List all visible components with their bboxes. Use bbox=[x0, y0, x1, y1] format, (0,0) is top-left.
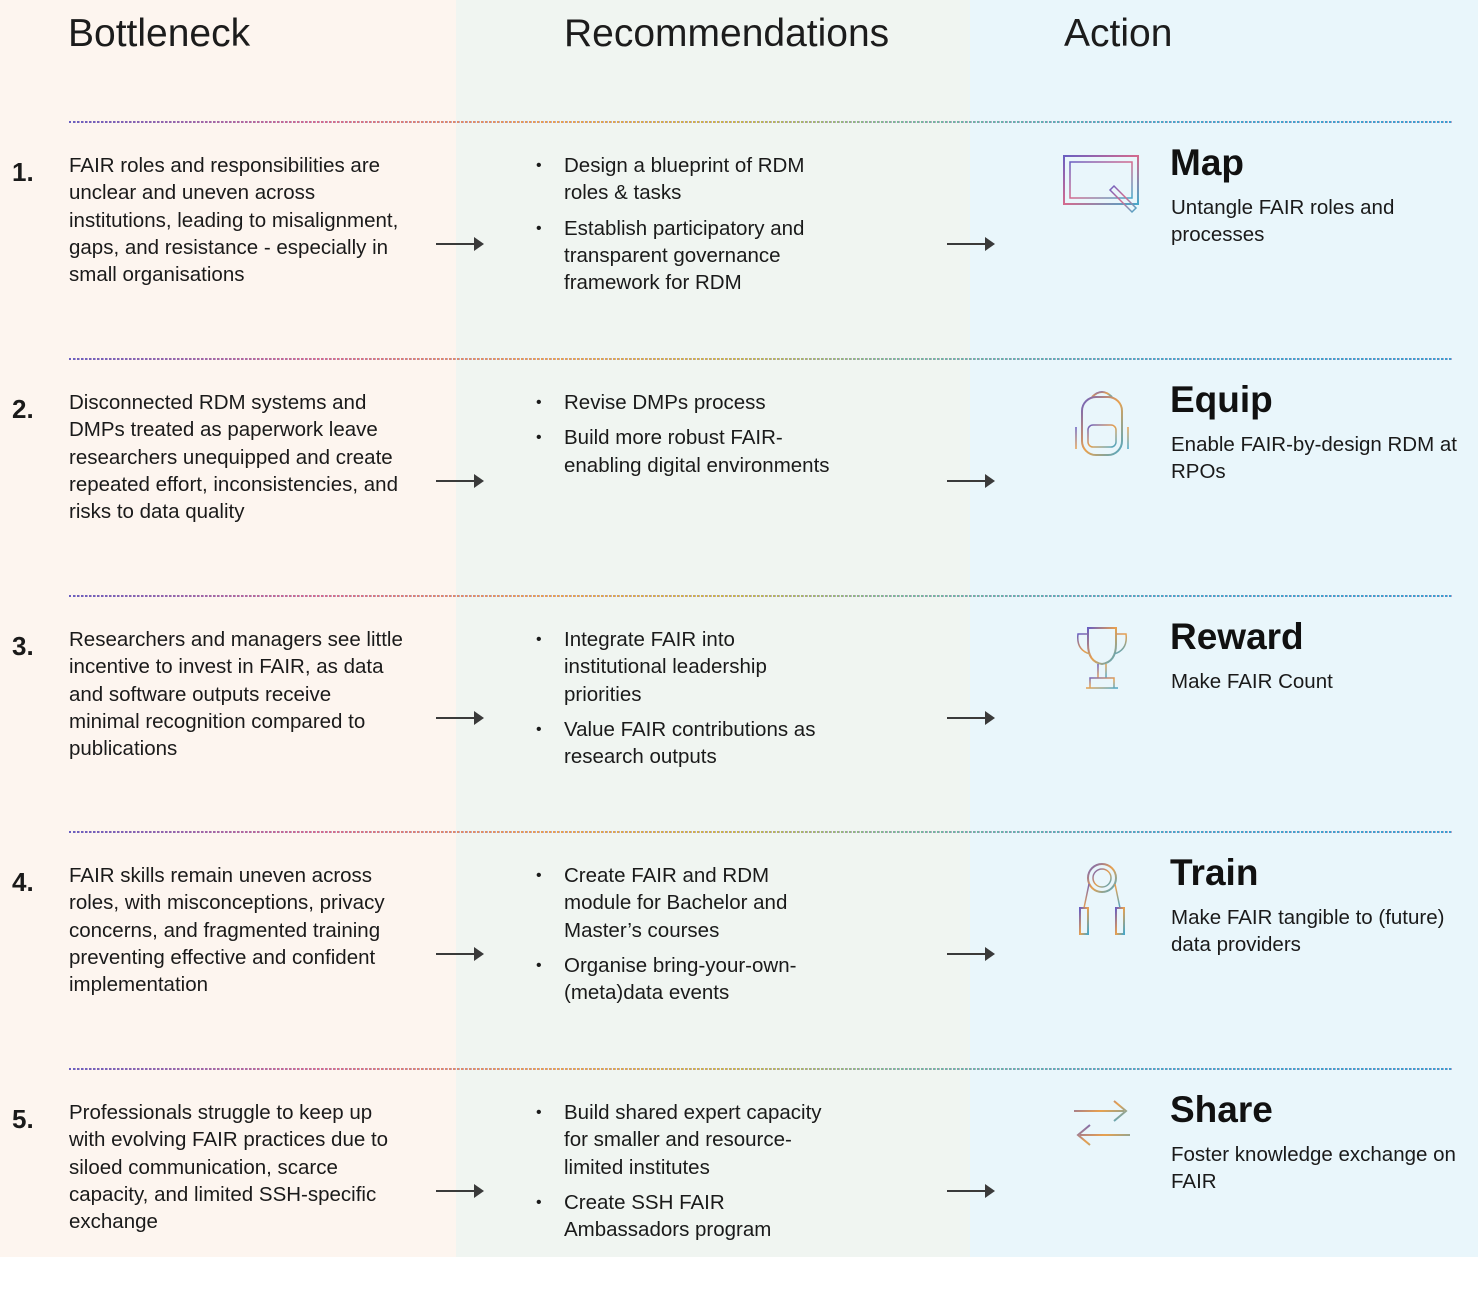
arrow-right-icon bbox=[436, 1184, 484, 1198]
recommendation-list: •Integrate FAIR into institutional leade… bbox=[536, 626, 836, 778]
row-number: 1. bbox=[12, 157, 34, 187]
recommendations-column-background bbox=[456, 0, 970, 1257]
action-title: Equip bbox=[1170, 379, 1273, 420]
recommendation-item: •Build more robust FAIR-enabling digital… bbox=[536, 426, 830, 477]
recommendation-item: •Value FAIR contributions as research ou… bbox=[536, 717, 816, 769]
recommendation-item: •Design a blueprint of RDM roles & tasks bbox=[536, 154, 805, 205]
bottleneck-text: FAIR skills remain uneven across roles, … bbox=[69, 864, 385, 997]
arrow-right-icon bbox=[947, 1184, 995, 1198]
action-description: Make FAIR tangible to (future) data prov… bbox=[1171, 906, 1445, 957]
row-reward: 3. Researchers and managers see little i… bbox=[0, 596, 1478, 832]
action-title: Reward bbox=[1170, 616, 1304, 657]
bottleneck-text: FAIR roles and responsibilities are uncl… bbox=[69, 154, 399, 287]
row-number: 5. bbox=[12, 1104, 34, 1134]
bullet-icon: • bbox=[536, 219, 542, 237]
bullet-icon: • bbox=[536, 394, 542, 411]
row-equip: 2. Disconnected RDM systems and DMPs tre… bbox=[0, 359, 1478, 595]
action-heading: Action bbox=[1064, 12, 1173, 55]
row-number: 4. bbox=[12, 867, 34, 897]
action-title: Map bbox=[1170, 142, 1244, 183]
bottleneck-heading: Bottleneck bbox=[68, 12, 251, 55]
recommendation-item: •Create SSH FAIR Ambassadors program bbox=[536, 1190, 772, 1242]
jump-rope-icon bbox=[1079, 863, 1125, 935]
row-divider bbox=[69, 1068, 1452, 1070]
recommendation-item: •Establish participatory and transparent… bbox=[536, 216, 805, 295]
action-description: Enable FAIR-by-design RDM at RPOs bbox=[1171, 433, 1457, 484]
action-title: Train bbox=[1170, 852, 1259, 893]
action-title: Share bbox=[1170, 1089, 1273, 1130]
bottleneck-text: Disconnected RDM systems and DMPs treate… bbox=[69, 391, 398, 524]
arrow-right-icon bbox=[436, 474, 484, 488]
bullet-icon: • bbox=[536, 1104, 542, 1121]
bullet-icon: • bbox=[536, 631, 542, 648]
row-divider bbox=[69, 121, 1452, 123]
bullet-icon: • bbox=[536, 867, 542, 884]
recommendation-list: •Revise DMPs process •Build more robust … bbox=[536, 389, 836, 487]
row-map: 1. FAIR roles and responsibilities are u… bbox=[0, 122, 1478, 358]
arrow-right-icon bbox=[436, 947, 484, 961]
backpack-icon bbox=[1075, 391, 1129, 456]
row-number: 2. bbox=[12, 394, 34, 424]
arrow-right-icon bbox=[436, 711, 484, 725]
row-divider bbox=[69, 595, 1452, 597]
recommendation-item: •Create FAIR and RDM module for Bachelor… bbox=[536, 864, 788, 942]
bottleneck-text: Researchers and managers see little ince… bbox=[69, 628, 403, 761]
trophy-icon bbox=[1077, 627, 1127, 689]
action-description: Untangle FAIR roles and processes bbox=[1171, 196, 1395, 247]
row-number: 3. bbox=[12, 631, 34, 661]
arrow-right-icon bbox=[947, 474, 995, 488]
row-divider bbox=[69, 358, 1452, 360]
bullet-icon: • bbox=[536, 429, 542, 447]
bullet-icon: • bbox=[536, 157, 542, 174]
action-description: Foster knowledge exchange on FAIR bbox=[1171, 1143, 1456, 1194]
arrow-right-icon bbox=[947, 947, 995, 961]
recommendations-heading: Recommendations bbox=[564, 12, 890, 55]
recommendation-item: •Revise DMPs process bbox=[536, 389, 836, 416]
bottleneck-column-background bbox=[0, 0, 456, 1257]
action-column-background bbox=[970, 0, 1478, 1257]
bullet-icon: • bbox=[536, 956, 542, 974]
recommendation-list: •Design a blueprint of RDM roles & tasks… bbox=[536, 152, 836, 304]
bullet-icon: • bbox=[536, 720, 542, 738]
recommendation-item: •Integrate FAIR into institutional leade… bbox=[536, 628, 767, 706]
arrow-right-icon bbox=[947, 711, 995, 725]
arrow-right-icon bbox=[436, 237, 484, 251]
whiteboard-pencil-icon bbox=[1063, 155, 1139, 214]
action-description: Make FAIR Count bbox=[1171, 670, 1333, 693]
row-divider bbox=[69, 831, 1452, 833]
row-train: 4. FAIR skills remain uneven across role… bbox=[0, 832, 1478, 1068]
recommendation-list: •Build shared expert capacity for smalle… bbox=[536, 1099, 836, 1251]
recommendation-list: •Create FAIR and RDM module for Bachelor… bbox=[536, 862, 836, 1014]
bullet-icon: • bbox=[536, 1193, 542, 1211]
arrow-right-icon bbox=[947, 237, 995, 251]
recommendation-item: •Build shared expert capacity for smalle… bbox=[536, 1101, 822, 1179]
recommendation-item: •Organise bring-your-own-(meta)data even… bbox=[536, 953, 797, 1005]
bottleneck-text: Professionals struggle to keep up with e… bbox=[69, 1101, 389, 1234]
exchange-arrows-icon bbox=[1074, 1100, 1130, 1146]
row-share: 5. Professionals struggle to keep up wit… bbox=[0, 1069, 1478, 1305]
